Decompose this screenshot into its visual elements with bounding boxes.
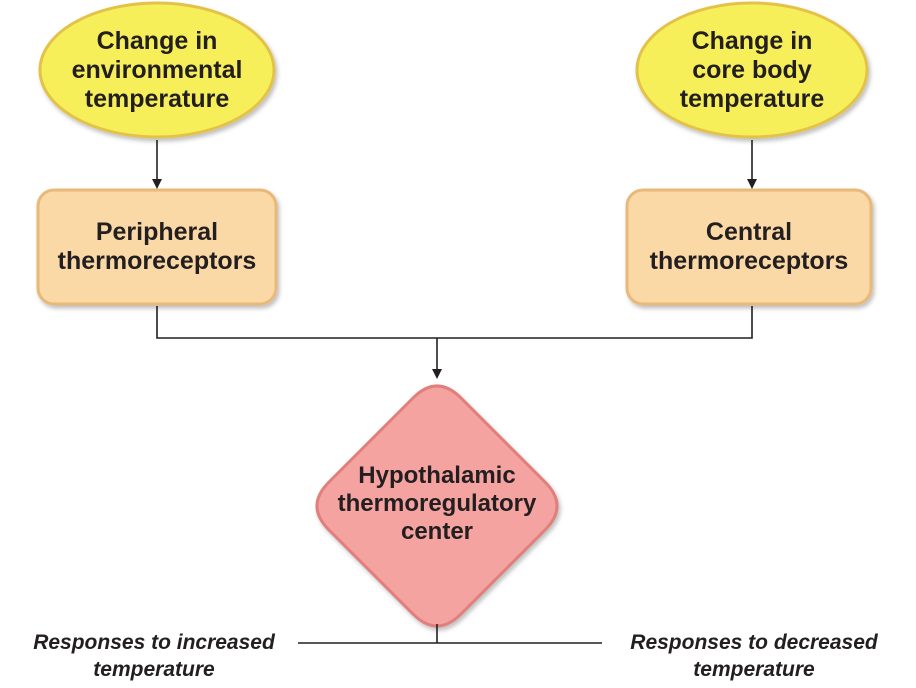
peripheral-label: Peripheral thermoreceptors [57,218,257,275]
hypothalamic-diamond [315,384,559,628]
core-change-ellipse [635,1,869,139]
env-change-ellipse [38,1,276,139]
response-decreased-label: Responses to decreased temperature [630,631,878,682]
response-increased-label: Responses to increased temperature [33,631,275,682]
connector-boxes-merge [156,306,753,339]
central-box [625,188,873,306]
env-change-label: Change in environmental temperature [71,26,243,113]
core-change-label: Change in core body temperature [679,26,825,113]
hypothalamic-label: Hypothalamic thermoregulatory center [337,462,537,545]
peripheral-box [36,188,278,306]
central-label: Central thermoreceptors [649,218,849,275]
